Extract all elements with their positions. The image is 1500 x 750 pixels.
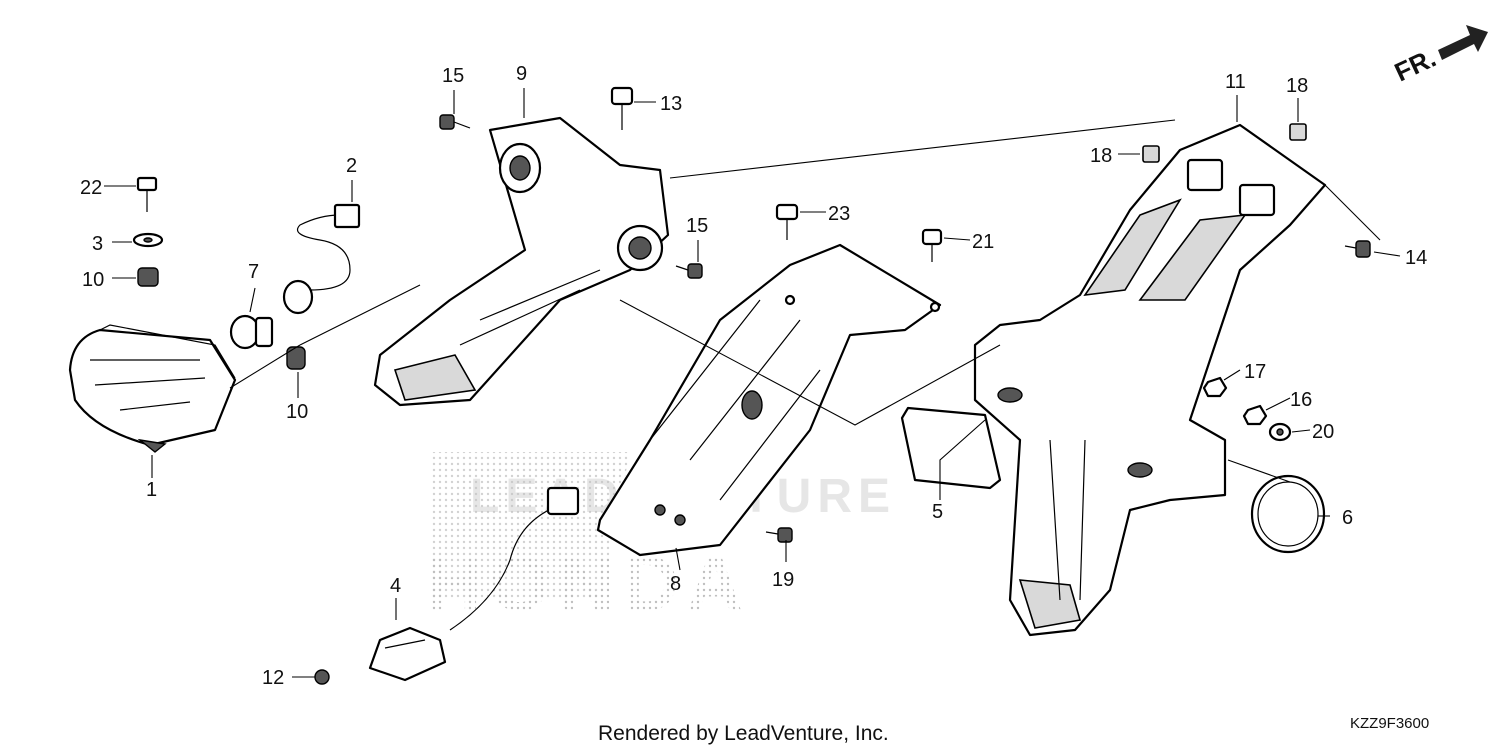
part-20-washer[interactable]	[1268, 422, 1292, 442]
part-9-rear-cowl[interactable]	[373, 116, 670, 407]
callout-13: 13	[660, 93, 682, 115]
part-3-washer[interactable]	[132, 232, 164, 248]
callout-19: 19	[772, 569, 794, 591]
part-23-bolt[interactable]	[775, 203, 799, 240]
footer-credit: Rendered by LeadVenture, Inc.	[598, 722, 889, 745]
callout-18-left: 18	[1090, 145, 1112, 167]
callout-6: 6	[1342, 507, 1353, 529]
callout-2: 2	[346, 155, 357, 177]
callout-20: 20	[1312, 421, 1334, 443]
callout-22: 22	[80, 177, 102, 199]
part-10-grommet-lower[interactable]	[286, 346, 306, 370]
callout-16: 16	[1290, 389, 1312, 411]
callout-5: 5	[932, 501, 943, 523]
callouts: 1 2 3 4 5 6 7 8 9 10 10 11 12 13 14 15 1…	[80, 63, 1427, 689]
part-21-bolt[interactable]	[921, 228, 943, 262]
front-arrow-icon	[1438, 25, 1488, 60]
callout-8: 8	[670, 573, 681, 595]
part-18-clip-left[interactable]	[1142, 145, 1160, 163]
callout-1: 1	[146, 479, 157, 501]
callout-10-lower: 10	[286, 401, 308, 423]
part-10-grommet-top[interactable]	[137, 267, 159, 287]
part-7-bulb[interactable]	[229, 314, 274, 350]
part-18-clip-right[interactable]	[1289, 123, 1307, 141]
callout-9: 9	[516, 63, 527, 85]
callout-4: 4	[390, 575, 401, 597]
part-8-bracket[interactable]	[596, 243, 942, 557]
part-5-reflector[interactable]	[900, 406, 1002, 490]
callout-7: 7	[248, 261, 259, 283]
part-14-bolt[interactable]	[1344, 240, 1371, 258]
part-1-tail-light[interactable]	[68, 324, 237, 453]
watermark-dot-field	[430, 452, 630, 600]
callout-11: 11	[1225, 71, 1246, 93]
part-12-screw[interactable]	[314, 669, 330, 685]
part-15-screw-left[interactable]	[439, 114, 471, 130]
callout-15-right: 15	[686, 215, 708, 237]
callout-17: 17	[1244, 361, 1266, 383]
leader-lines	[104, 88, 1401, 678]
part-13-bolt[interactable]	[610, 86, 634, 130]
callout-3: 3	[92, 233, 103, 255]
part-6-round-reflector[interactable]	[1250, 474, 1326, 554]
diagram-code: KZZ9F3600	[1350, 715, 1429, 732]
callout-14: 14	[1405, 247, 1427, 269]
part-19-screw[interactable]	[765, 527, 793, 543]
part-11-rear-fender[interactable]	[973, 123, 1327, 637]
callout-12: 12	[262, 667, 284, 689]
callout-18-right: 18	[1286, 75, 1308, 97]
part-17-nut[interactable]	[1202, 376, 1228, 398]
callout-21: 21	[972, 231, 994, 253]
part-15-screw-right[interactable]	[675, 263, 703, 279]
part-2-socket-harness[interactable]	[282, 203, 361, 315]
part-16-nut[interactable]	[1242, 404, 1268, 426]
part-4-license-light[interactable]	[368, 486, 580, 682]
front-indicator-label: FR.	[1390, 43, 1441, 88]
callout-23: 23	[828, 203, 850, 225]
callout-15-left: 15	[442, 65, 464, 87]
front-indicator: FR.	[1390, 25, 1488, 87]
callout-10-top: 10	[82, 269, 104, 291]
part-22-bolt[interactable]	[136, 176, 158, 212]
